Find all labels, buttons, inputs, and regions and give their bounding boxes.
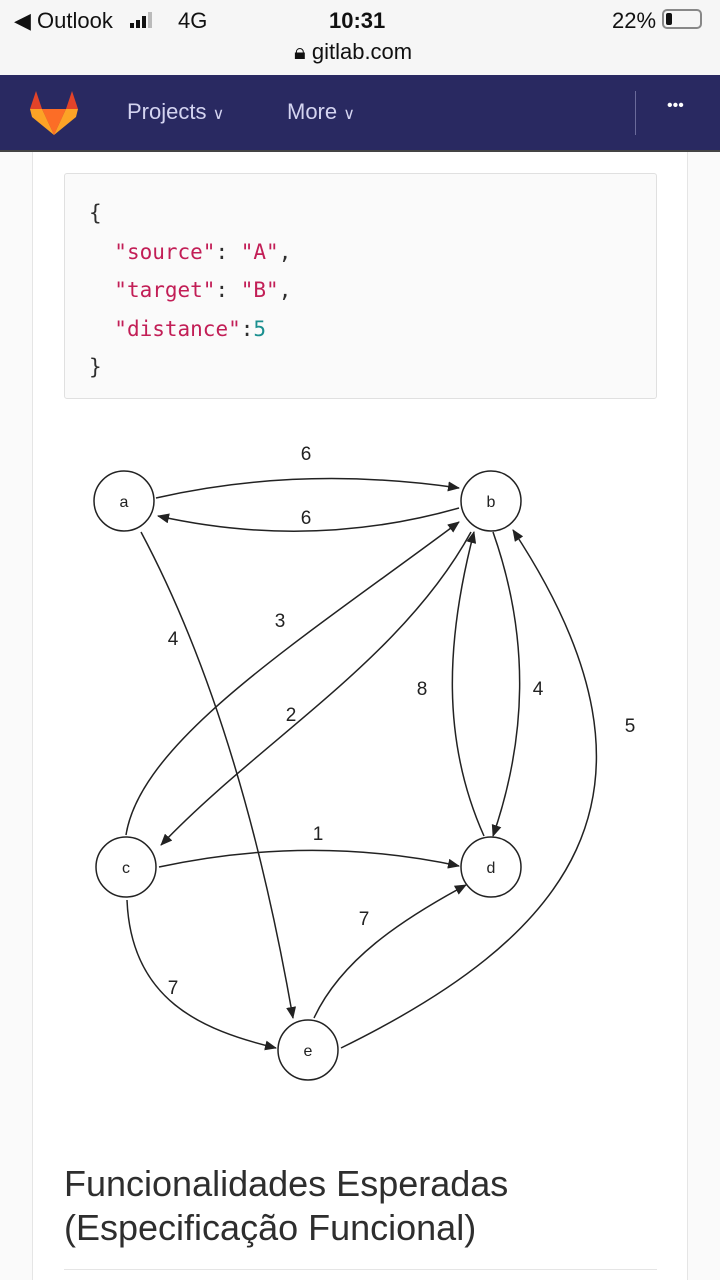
- overflow-menu-icon[interactable]: •••: [667, 97, 684, 114]
- url-bar[interactable]: 🔒︎ gitlab.com: [294, 39, 412, 65]
- chevron-down-icon: ∨: [343, 106, 355, 123]
- graph-diagram: 6 6 4 3 2 8 4 5 1 7 7 a b c d e: [93, 444, 636, 1081]
- node-label: c: [122, 860, 130, 877]
- code-key: "distance": [114, 316, 241, 341]
- signal-icon: [130, 12, 160, 28]
- node-label: e: [304, 1043, 313, 1060]
- node-label: a: [120, 494, 129, 511]
- edge-weight-label: 1: [313, 824, 324, 845]
- edge-e-d: [313, 884, 467, 1019]
- edge-b-d: [491, 531, 521, 837]
- edge-c-e: [126, 899, 277, 1051]
- edge-c-d: [158, 849, 460, 869]
- edge-weight-label: 6: [301, 508, 312, 529]
- brace-close: }: [89, 355, 102, 379]
- edge-weight-label: 5: [625, 716, 636, 737]
- node-a: [93, 470, 155, 532]
- content-card: { "source": "A", "target": "B", "distanc…: [32, 152, 688, 1280]
- edge-b-c: [160, 531, 472, 846]
- projects-menu[interactable]: Projects ∨: [127, 99, 225, 124]
- more-menu[interactable]: More ∨: [287, 99, 355, 124]
- code-value: 5: [253, 316, 267, 341]
- edge-weight-label: 3: [275, 611, 286, 632]
- edge-d-b: [451, 531, 485, 837]
- divider: [64, 1269, 657, 1270]
- node-b: [460, 470, 522, 532]
- edge-weight-label: 4: [533, 679, 544, 700]
- edge-weight-label: 8: [417, 679, 428, 700]
- chevron-down-icon: ∨: [212, 106, 225, 123]
- lock-icon: 🔒︎: [294, 39, 306, 64]
- edge-weight-label: 6: [301, 444, 312, 465]
- edge-weight-label: 4: [168, 629, 179, 650]
- battery-percent: 22%: [612, 8, 657, 33]
- edge-c-b: [125, 521, 460, 836]
- code-value: "B": [240, 278, 279, 302]
- network-type: 4G: [178, 8, 208, 33]
- status-bar: ◀ Outlook 4G 10:31 22% 🔒︎ gitlab.com: [0, 0, 720, 75]
- edge-e-b: [340, 529, 598, 1049]
- brace-open: {: [89, 201, 102, 225]
- code-key: "target": [114, 278, 216, 302]
- code-block: { "source": "A", "target": "B", "distanc…: [64, 173, 657, 399]
- node-c: [95, 836, 157, 898]
- code-key: "source": [114, 239, 216, 264]
- node-label: b: [487, 494, 496, 511]
- edge-weight-label: 7: [359, 909, 370, 930]
- gitlab-logo-icon[interactable]: [30, 91, 78, 137]
- back-to-app[interactable]: ◀ Outlook: [14, 8, 113, 33]
- code-value: "A": [240, 239, 279, 264]
- clock: 10:31: [329, 8, 386, 33]
- edge-b-a: [157, 507, 460, 532]
- node-d: [460, 836, 522, 898]
- gitlab-navbar: Projects ∨ More ∨ •••: [0, 75, 720, 152]
- battery-icon: [662, 9, 702, 29]
- node-label: d: [487, 860, 496, 877]
- edge-a-e: [140, 531, 297, 1019]
- url-text: gitlab.com: [311, 39, 413, 64]
- node-e: [277, 1019, 339, 1081]
- section-heading: Funcionalidades Esperadas (Especificação…: [64, 1163, 509, 1248]
- edge-weight-label: 2: [286, 705, 297, 726]
- divider: [635, 91, 636, 135]
- edge-a-b: [155, 477, 460, 499]
- edge-weight-label: 7: [168, 978, 179, 999]
